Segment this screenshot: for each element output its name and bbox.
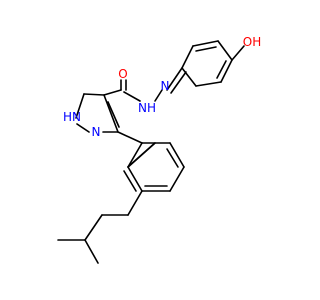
bond bbox=[220, 59, 233, 83]
bond bbox=[169, 142, 185, 168]
bond bbox=[166, 67, 183, 91]
bond bbox=[84, 214, 103, 241]
bond bbox=[76, 123, 90, 133]
bond bbox=[166, 148, 179, 168]
bond bbox=[83, 93, 105, 96]
hydroxyl-label: OH bbox=[243, 35, 261, 49]
bond bbox=[170, 71, 187, 94]
bond bbox=[217, 40, 233, 61]
bond bbox=[181, 45, 194, 69]
amide-nh-label: NH bbox=[138, 101, 156, 115]
atom-labels: O OH NH N HN N bbox=[63, 35, 261, 139]
hydrazone-n-label: N bbox=[161, 79, 170, 93]
bond bbox=[216, 60, 227, 79]
pyrazole-n-label: N bbox=[92, 125, 101, 139]
bond bbox=[127, 190, 143, 216]
bond bbox=[195, 46, 217, 52]
bonds bbox=[57, 40, 245, 264]
bond bbox=[103, 94, 119, 133]
bond bbox=[84, 239, 99, 264]
bond bbox=[117, 131, 143, 144]
bond bbox=[181, 67, 197, 87]
bond bbox=[231, 45, 245, 61]
molecule-structure: O OH NH N HN N bbox=[57, 35, 261, 264]
bond bbox=[75, 93, 85, 119]
bond bbox=[123, 170, 137, 192]
bond bbox=[123, 91, 141, 102]
bond bbox=[127, 142, 143, 168]
bond bbox=[103, 89, 122, 96]
bond bbox=[169, 166, 185, 192]
bond bbox=[107, 101, 120, 128]
bond bbox=[192, 40, 219, 47]
bond bbox=[127, 142, 156, 168]
carbonyl-oxygen-label: O bbox=[118, 67, 127, 81]
pyrazole-nh-label: HN bbox=[63, 110, 81, 124]
bond bbox=[195, 81, 222, 87]
bond bbox=[154, 89, 163, 102]
bond bbox=[127, 166, 143, 192]
